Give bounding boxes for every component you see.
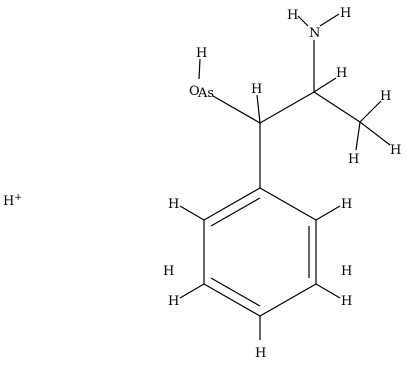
bond-c2-c1 [259,91,315,124]
ring-bond-6 [203,187,261,221]
ring-h-top-left-label: H [168,197,179,212]
proton-label: H+ [3,193,22,209]
ring-h-bottom-right-label: H [341,264,352,279]
bond-c3-h2 [359,121,391,146]
bond-o-h [198,58,201,80]
ring-h-bond-bl [179,283,205,299]
ring-h-bond-br [315,283,341,299]
atom-labels: H H N H O As H H H H H H+ H H H H H H H [3,6,401,361]
ring-bond-1 [259,187,317,221]
bond-c3-h3 [355,121,361,151]
ring-bond-3 [259,283,317,317]
methyl-h3-label: H [348,152,359,167]
ring-h-top-right-label: H [341,197,352,212]
nitrogen-label: N [309,26,320,41]
bond-c3-h1 [359,100,382,123]
proton-symbol: H [3,194,14,209]
oh-o-label: O [189,84,200,99]
ring-double-3 [210,277,261,307]
ring-bond-4 [203,283,261,317]
ring-h-bond-tl [179,205,205,221]
bond-c2-h [313,77,337,93]
bond-n-h1 [297,15,309,27]
as-label: As [197,86,214,101]
ring-h-bottom-label: H [255,346,266,361]
bond-n-h2 [319,13,340,27]
oh-h-label: H [196,46,207,61]
bond-c2-c3 [313,91,361,123]
c2-h-label: H [336,66,347,81]
ring-h-right-label: H [341,294,352,309]
ring-double-1 [210,197,261,227]
ring-h-bottom-left-label: H [168,294,179,309]
bond-c1-o [212,95,261,124]
c1-h-label: H [251,82,262,97]
methyl-h1-label: H [380,89,391,104]
nh2-h1-label: H [287,8,298,23]
nh2-h2-label: H [340,6,351,21]
ring-h-bond-tr [315,205,341,221]
methyl-h2-label: H [390,143,401,158]
proton-charge: + [14,193,22,203]
bonds [179,13,391,340]
bond-c1-h [256,94,261,124]
ring-h-left-label: H [163,264,174,279]
